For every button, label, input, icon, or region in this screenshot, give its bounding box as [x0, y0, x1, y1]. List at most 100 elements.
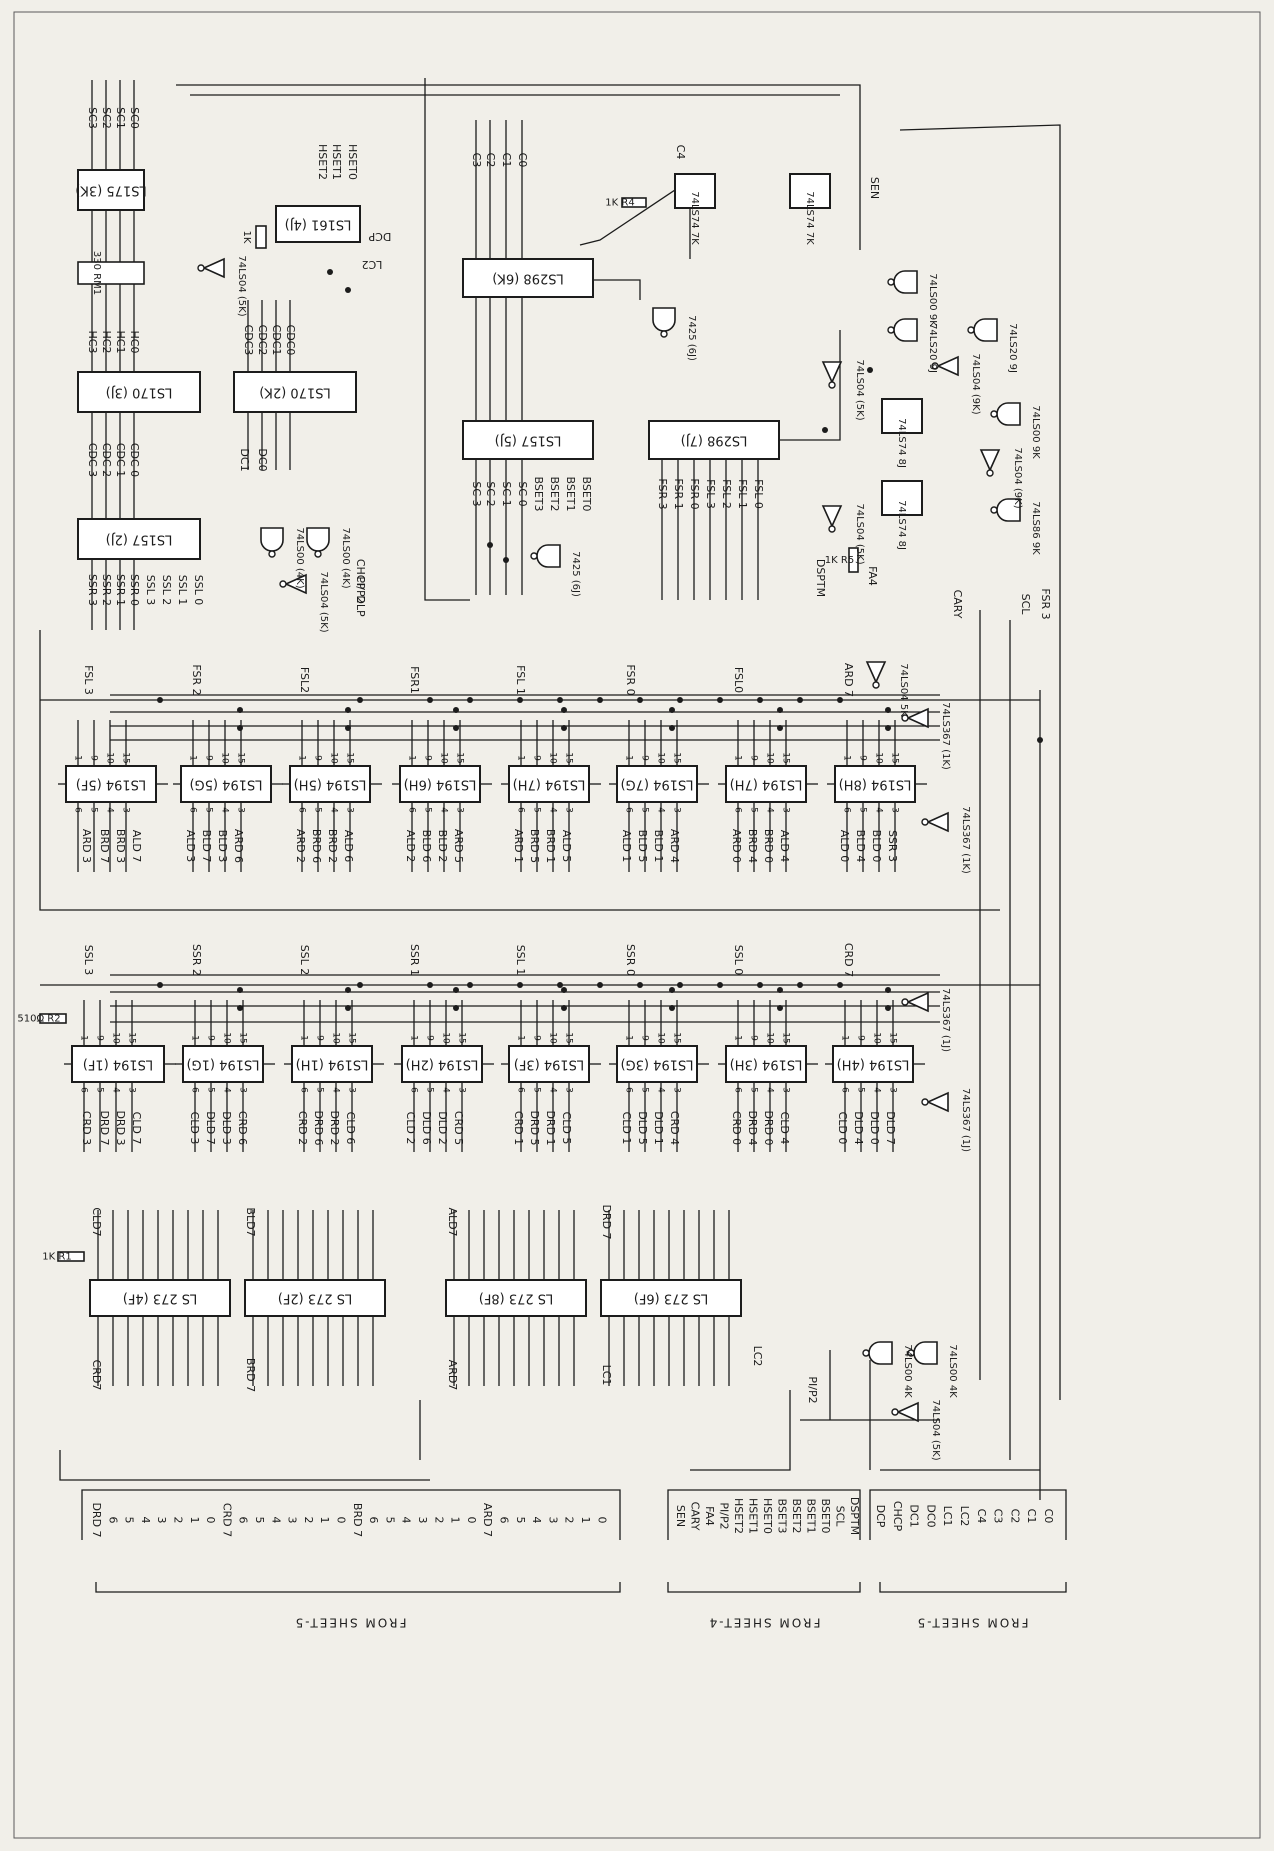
gate-bubble — [921, 818, 929, 826]
gate-label: 74LS00 4K — [947, 1344, 958, 1398]
connector-pin-label: 4 — [269, 1517, 282, 1524]
ic-chip-label: LS 273 (8F) — [479, 1291, 553, 1306]
signal-label: BSET1 — [564, 476, 577, 511]
gate-body — [260, 527, 284, 552]
signal-label: DRD 4 — [746, 1110, 759, 1145]
logic-gate — [197, 257, 225, 279]
connector-pin-label: BSET3 — [776, 1498, 789, 1533]
logic-gate — [990, 498, 1021, 522]
ic-chip-label: LS194 (5G) — [190, 777, 263, 792]
junction-dot — [345, 1005, 351, 1011]
pin-number: 15 — [890, 752, 900, 763]
pin-number: 1 — [297, 755, 307, 761]
gate-bubble — [862, 1349, 870, 1357]
signal-label: SSR 3 — [86, 574, 99, 606]
ic-chip-body — [77, 518, 201, 560]
ic-chip-label: LS 273 (4F) — [123, 1291, 197, 1306]
ic-chip-label: LS194 (6H) — [404, 777, 477, 792]
signal-label: SEN — [868, 177, 881, 199]
pin-number: 15 — [238, 1032, 248, 1043]
junction-dot — [467, 697, 473, 703]
connector-pin-label: SCL — [834, 1506, 847, 1528]
signal-label: ALD 3 — [184, 830, 197, 863]
pin-number: 5 — [95, 1087, 105, 1093]
gate-bubble — [660, 330, 668, 338]
ic-chip-label: LS170 (3J) — [106, 385, 173, 400]
gate-bubble — [931, 362, 939, 370]
signal-label: FA4 — [866, 566, 879, 586]
logic-gate — [881, 480, 923, 516]
signal-label: DRD 7 — [98, 1110, 111, 1145]
gate-bubble — [921, 1098, 929, 1106]
signal-label: DLP — [354, 595, 367, 617]
gate-body — [881, 398, 923, 434]
gate-bubble — [530, 552, 538, 560]
wire — [776, 330, 841, 441]
pin-number: 3 — [455, 807, 465, 813]
wire — [593, 279, 641, 300]
logic-gate — [306, 527, 330, 558]
signal-label: ARD 0 — [730, 829, 743, 863]
junction-dot — [837, 697, 843, 703]
signal-label: DLD 1 — [652, 1111, 665, 1145]
gate-label: 74LS00 9K — [1030, 405, 1041, 459]
pin-number: 9 — [749, 755, 759, 761]
junction-dot — [777, 707, 783, 713]
signal-label: SSL 3 — [82, 945, 95, 976]
ic-chip-body — [401, 1045, 483, 1083]
signal-label: CRD 6 — [236, 1111, 249, 1145]
ic-chip-body — [648, 420, 780, 460]
signal-label: ARD 7 — [842, 663, 855, 697]
pin-number: 4 — [105, 807, 115, 813]
signal-label: SC 3 — [470, 481, 483, 506]
signal-label: ARD 3 — [80, 829, 93, 863]
pin-number: 4 — [441, 1087, 451, 1093]
pin-number: 5 — [425, 1087, 435, 1093]
connector-pin-label: C3 — [992, 1509, 1005, 1524]
gate-label: 74LS74 7K — [689, 191, 700, 245]
ic-chip: LS298 (6K) — [462, 258, 594, 298]
logic-gate — [907, 1341, 938, 1365]
gate-bubble — [279, 580, 287, 588]
junction-dot — [517, 982, 523, 988]
connector-pin-label: 4 — [139, 1517, 152, 1524]
junction-dot — [837, 982, 843, 988]
resistor: 330 RM1 — [77, 251, 145, 295]
gate-bubble — [901, 714, 909, 722]
pin-number: 9 — [749, 1035, 759, 1041]
resistor-label: 330 RM1 — [91, 251, 102, 295]
signal-label: SC 0 — [516, 481, 529, 506]
pin-number: 9 — [640, 1035, 650, 1041]
signal-label: C3 — [470, 153, 483, 168]
signal-label: CLD 0 — [836, 1112, 849, 1145]
gate-body — [926, 1091, 949, 1113]
signal-label: LC1 — [600, 1365, 613, 1386]
ic-chip-label: LS194 (1H) — [296, 1057, 369, 1072]
gate-label: 74LS04 (5K) — [854, 359, 865, 420]
ic-chip: LS 273 (6F) — [600, 1279, 742, 1317]
junction-dot — [757, 982, 763, 988]
signal-label: DLD 0 — [868, 1111, 881, 1145]
pin-number: 6 — [624, 807, 634, 813]
ic-chip-label: LS 273 (2F) — [278, 1291, 352, 1306]
pin-number: 1 — [188, 755, 198, 761]
signal-label: ARD 6 — [232, 829, 245, 863]
resistor: 1K R5 — [825, 547, 859, 573]
logic-gate — [881, 398, 923, 434]
resistor: 1K R4 — [605, 197, 647, 209]
connector-pin-label: 2 — [432, 1517, 445, 1524]
pin-number: 3 — [781, 807, 791, 813]
junction-dot — [717, 697, 723, 703]
ic-chip: LS194 (7H) — [508, 765, 590, 803]
from-sheet-label: FROM SHEET-5 — [294, 1616, 407, 1630]
junction-dot — [557, 982, 563, 988]
gate-body — [881, 480, 923, 516]
ic-chip-body — [77, 371, 201, 413]
signal-label: SCL — [1019, 594, 1032, 616]
pin-number: 3 — [236, 807, 246, 813]
pin-number: 6 — [842, 807, 852, 813]
junction-dot — [345, 987, 351, 993]
ic-chip-body — [291, 1045, 373, 1083]
